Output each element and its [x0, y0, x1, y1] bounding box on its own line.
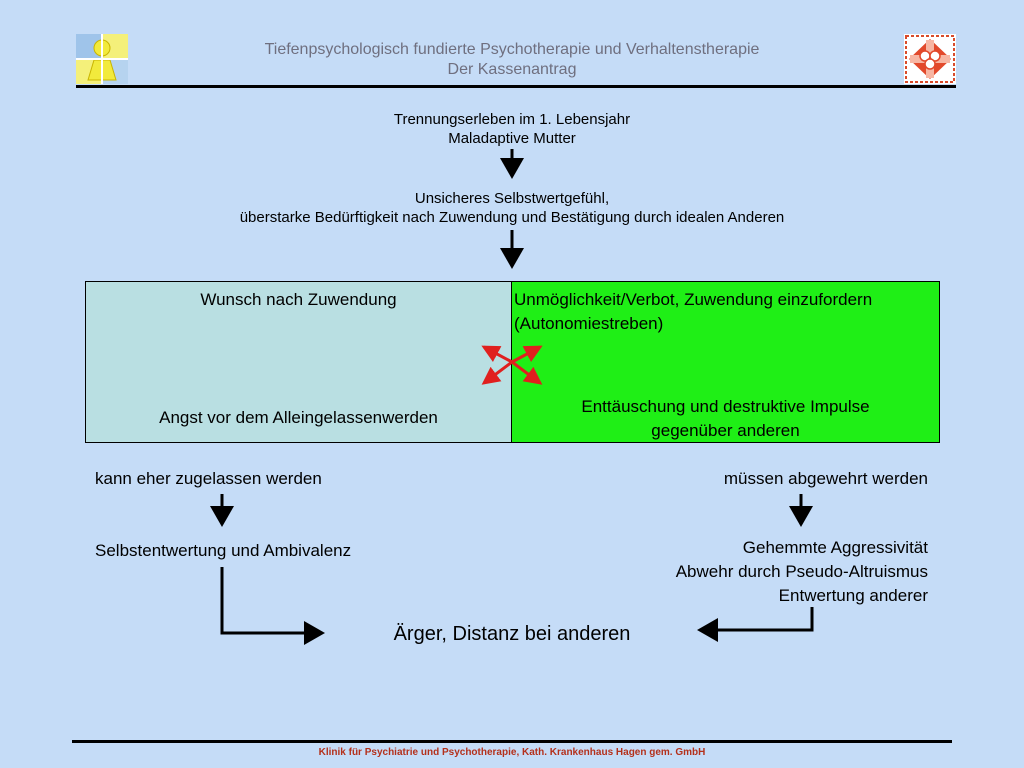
- header-title-line2: Der Kassenantrag: [447, 61, 577, 78]
- arrow-left-result-to-outcome: [220, 567, 325, 645]
- header-divider: [76, 85, 956, 88]
- arrow-right-result-to-outcome: [697, 607, 814, 642]
- right-result-line1: Gehemmte Aggressivität: [742, 538, 928, 557]
- step1-line2: Maladaptive Mutter: [448, 130, 576, 147]
- fear-of-abandonment-text: Angst vor dem Alleingelassenwerden: [159, 408, 438, 427]
- outcome-text: Ärger, Distanz bei anderen: [393, 623, 631, 645]
- left-branch-result: Selbstentwertung und Ambivalenz: [95, 541, 352, 560]
- right-result-line2: Abwehr durch Pseudo-Altruismus: [675, 562, 928, 581]
- conflict-cross-arrows: [481, 345, 543, 385]
- right-logo: [904, 34, 956, 84]
- conflict-box-right: Unmöglichkeit/Verbot, Zuwendung einzufor…: [511, 281, 940, 443]
- wish-for-attention-text: Wunsch nach Zuwendung: [200, 290, 397, 309]
- right-branch-label: müssen abgewehrt werden: [723, 469, 928, 488]
- header-title: Tiefenpsychologisch fundierte Psychother…: [180, 40, 844, 80]
- step2-line2: überstarke Bedürftigkeit nach Zuwendung …: [239, 209, 785, 226]
- step1-line1: Trennungserleben im 1. Lebensjahr: [393, 111, 631, 128]
- step-separation-experience: Trennungserleben im 1. Lebensjahr Malada…: [262, 110, 762, 148]
- puzzle-figure-logo-icon: [76, 34, 128, 84]
- right-result-line3: Entwertung anderer: [778, 586, 928, 605]
- disappointment-text: Enttäuschung und destruktive Impulse geg…: [512, 395, 939, 443]
- prohibition-line2: (Autonomiestreben): [514, 314, 664, 333]
- step2-line1: Unsicheres Selbstwertgefühl,: [414, 190, 610, 207]
- header-title-line1: Tiefenpsychologisch fundierte Psychother…: [264, 41, 760, 58]
- disappointment-line1: Enttäuschung und destruktive Impulse: [581, 397, 870, 416]
- footer-divider: [72, 740, 952, 743]
- prohibition-text: Unmöglichkeit/Verbot, Zuwendung einzufor…: [514, 288, 939, 336]
- right-branch-result: Gehemmte Aggressivität Abwehr durch Pseu…: [528, 536, 928, 608]
- footer-clinic-name: Klinik für Psychiatrie und Psychotherapi…: [318, 747, 706, 758]
- cross-emblem-logo-icon: [904, 34, 956, 84]
- conflict-box-left: Wunsch nach Zuwendung Angst vor dem Alle…: [85, 281, 512, 443]
- disappointment-line2: gegenüber anderen: [651, 421, 800, 440]
- prohibition-line1: Unmöglichkeit/Verbot, Zuwendung einzufor…: [514, 290, 873, 309]
- left-logo: [76, 34, 128, 84]
- left-branch-label: kann eher zugelassen werden: [95, 469, 322, 488]
- step-insecure-self-esteem: Unsicheres Selbstwertgefühl, überstarke …: [112, 189, 912, 227]
